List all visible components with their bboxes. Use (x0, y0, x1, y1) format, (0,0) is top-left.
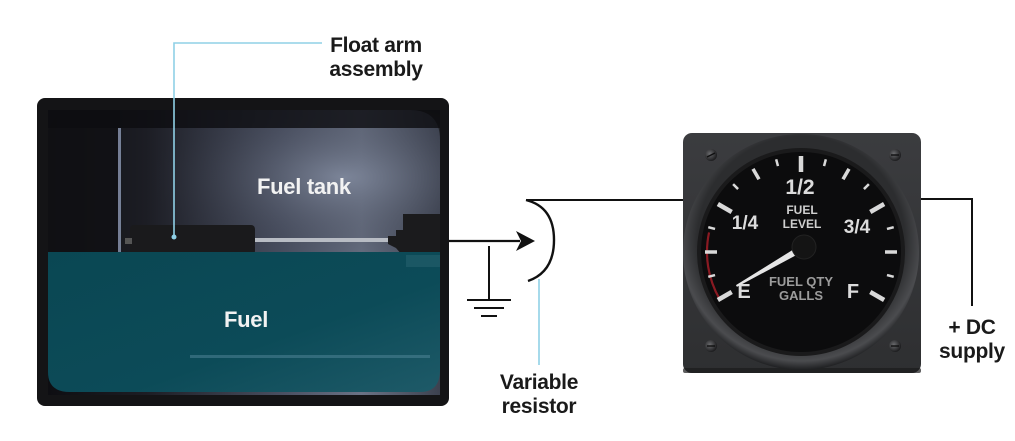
tank-edge-highlight (118, 128, 121, 253)
low-fuel-red-arc (705, 232, 721, 300)
screw-icon-bottom-left (705, 340, 717, 352)
gauge-major-tick (869, 290, 886, 302)
variable-resistor-label-line-1: Variable (499, 371, 579, 394)
gauge-minor-tick (886, 225, 895, 231)
float-arm-leader-dot (171, 234, 177, 240)
gauge-minor-tick (751, 167, 761, 181)
float-arm-label-line-1: Float arm (330, 34, 422, 57)
fuel-label: Fuel (224, 307, 269, 332)
gauge-minor-tick (707, 225, 716, 231)
float-arm-leader-line (173, 42, 322, 237)
tank-left-shadow (48, 110, 120, 260)
gauge-needle (735, 243, 806, 287)
gauge-mark-full: F (847, 281, 859, 303)
variable-resistor-label-line-2: resistor (501, 395, 577, 418)
gauge-minor-tick (886, 273, 895, 279)
gauge-subtitle-line-2: GALLS (779, 288, 823, 303)
float-arm-assembly-label: Float arm assembly (318, 34, 434, 82)
screw-icon-top-left (705, 149, 717, 161)
circuit-wiring (449, 198, 973, 365)
dc-supply-label-line-1: + DC (948, 316, 996, 339)
gauge-mark-half: 1/2 (785, 176, 814, 199)
ground-icon (467, 299, 511, 317)
dc-supply-wire (920, 198, 973, 306)
gauge-minor-tick (822, 158, 828, 167)
gauge-minor-tick (707, 273, 716, 279)
gauge-plate-shadow (683, 368, 921, 373)
gauge-minor-tick (863, 183, 870, 190)
gauge-needle-pointer (735, 243, 806, 287)
float-pivot-mechanism (388, 214, 440, 255)
gauge-mark-empty: E (737, 281, 750, 303)
tank-top-shadow (48, 110, 440, 128)
screw-icon-top-right (889, 149, 901, 161)
gauge-mark-quarter: 1/4 (732, 213, 759, 234)
gauge-tick-marks (705, 156, 897, 302)
wiper-arrow-icon (516, 231, 535, 251)
fuel-tank-label: Fuel tank (257, 174, 351, 199)
gauge-major-tick (716, 202, 733, 214)
gauge-mark-three-quarter: 3/4 (844, 217, 871, 238)
float-arm-label-line-2: assembly (329, 58, 423, 81)
variable-resistor-arc-icon (525, 198, 556, 283)
float-body (130, 225, 255, 255)
screw-icon-bottom-right (889, 340, 901, 352)
variable-resistor-label: Variable resistor (489, 371, 589, 419)
gauge-subtitle-line-1: FUEL QTY (769, 274, 833, 289)
fuel-tank (37, 98, 449, 406)
gauge-title-line-1: FUEL (786, 203, 817, 217)
gauge-needle-hub (791, 234, 817, 260)
fuel-quantity-gauge: 1/2 1/4 3/4 E F FUEL LEVEL FUEL QTY GALL… (683, 133, 921, 373)
fuel-reflection (190, 355, 430, 358)
gauge-major-tick (869, 202, 886, 214)
fuel-surface-highlight (406, 255, 440, 267)
float-pin (125, 238, 132, 244)
gauge-minor-tick (841, 167, 851, 181)
gauge-title-line-2: LEVEL (783, 217, 822, 231)
float-arm-rod (255, 238, 390, 242)
gauge-major-tick (716, 290, 733, 302)
dc-supply-label: + DC supply (930, 316, 1014, 364)
gauge-minor-tick (774, 158, 780, 167)
gauge-minor-tick (732, 183, 739, 190)
dc-supply-label-line-2: supply (939, 340, 1005, 363)
